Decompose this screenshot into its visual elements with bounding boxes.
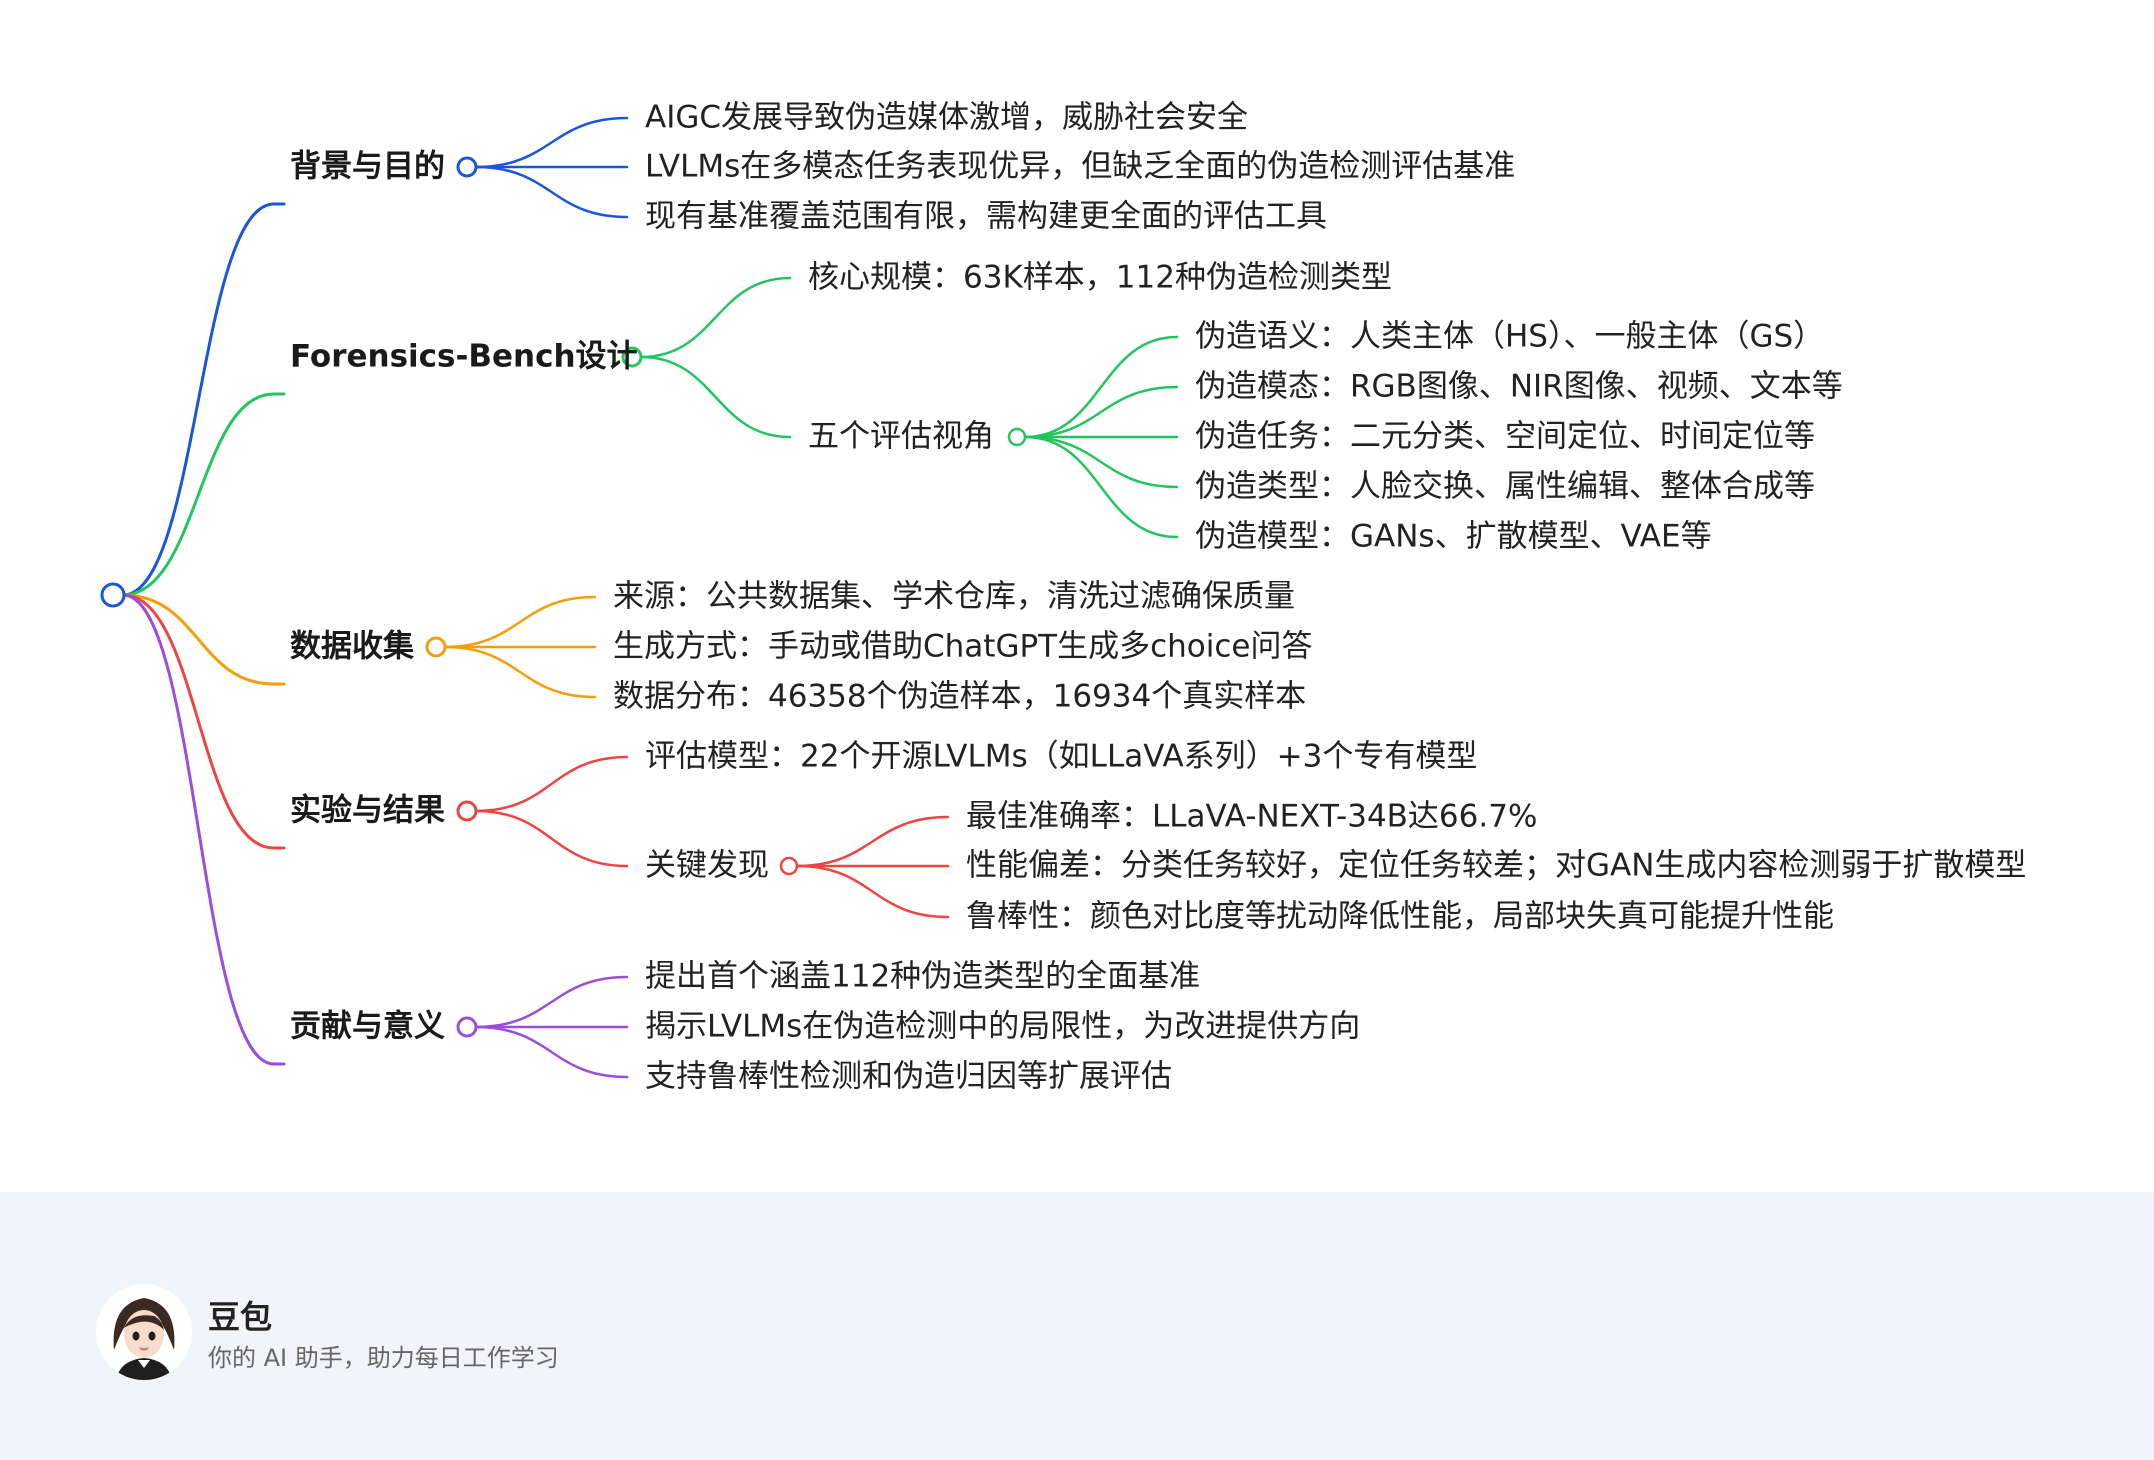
topic-node[interactable]: 关键发现	[645, 847, 769, 884]
root-connector	[121, 593, 276, 686]
branch-connector	[639, 276, 792, 359]
brand-tagline: 你的 AI 助手，助力每日工作学习	[208, 1344, 559, 1372]
assistant-avatar-icon	[96, 1284, 192, 1380]
topic-node[interactable]: 来源：公共数据集、学术仓库，清洗过滤确保质量	[613, 578, 1295, 615]
topic-node[interactable]: AIGC发展导致伪造媒体激增，威胁社会安全	[645, 99, 1249, 136]
topic-node[interactable]: 评估模型：22个开源LVLMs（如LLaVA系列）+3个专有模型	[645, 738, 1478, 775]
branch-connector	[474, 755, 629, 813]
branch-title[interactable]: 贡献与意义	[290, 1008, 445, 1045]
branch-connector	[474, 116, 629, 169]
subtopic-toggle[interactable]	[779, 856, 799, 876]
root-connector	[121, 593, 276, 850]
branch-connector	[474, 975, 629, 1029]
branch-connector	[639, 355, 792, 439]
subtopic-node[interactable]: 伪造模型：GANs、扩散模型、VAE等	[1195, 518, 1712, 555]
topic-node[interactable]: 生成方式：手动或借助ChatGPT生成多choice问答	[613, 628, 1313, 665]
subtopic-connector	[1023, 385, 1179, 439]
branch-title[interactable]: Forensics-Bench设计	[290, 338, 638, 375]
subtopic-node[interactable]: 性能偏差：分类任务较好，定位任务较差；对GAN生成内容检测弱于扩散模型	[966, 847, 2027, 884]
branch-toggle[interactable]	[425, 636, 447, 658]
subtopic-node[interactable]: 伪造模态：RGB图像、NIR图像、视频、文本等	[1195, 368, 1843, 405]
branch-toggle[interactable]	[456, 1016, 478, 1038]
branch-title[interactable]: 数据收集	[290, 628, 414, 665]
subtopic-connector	[795, 815, 950, 868]
subtopic-connector	[1023, 435, 1179, 539]
branch-toggle[interactable]	[456, 156, 478, 178]
branch-connector	[474, 809, 629, 868]
root-connector	[121, 202, 276, 597]
subtopic-node[interactable]: 最佳准确率：LLaVA-NEXT-34B达66.7%	[966, 798, 1538, 835]
branch-title[interactable]: 背景与目的	[290, 148, 445, 185]
topic-node[interactable]: 五个评估视角	[808, 418, 994, 455]
branch-title[interactable]: 实验与结果	[290, 792, 445, 829]
topic-node[interactable]: 现有基准覆盖范围有限，需构建更全面的评估工具	[645, 198, 1327, 235]
subtopic-node[interactable]: 鲁棒性：颜色对比度等扰动降低性能，局部块失真可能提升性能	[966, 898, 1834, 935]
branch-connector	[474, 1025, 629, 1079]
subtopic-connector	[1023, 435, 1179, 489]
subtopic-node[interactable]: 伪造语义：人类主体（HS）、一般主体（GS）	[1195, 318, 1825, 355]
mindmap-connectors	[100, 116, 1179, 1079]
topic-node[interactable]: 揭示LVLMs在伪造检测中的局限性，为改进提供方向	[645, 1008, 1361, 1045]
root-connector	[121, 392, 276, 597]
branch-connector	[443, 645, 597, 699]
footer: 豆包 你的 AI 助手，助力每日工作学习	[0, 1192, 2154, 1460]
root-connector	[121, 593, 276, 1066]
topic-node[interactable]: 提出首个涵盖112种伪造类型的全面基准	[645, 958, 1201, 995]
root-node[interactable]	[100, 582, 126, 608]
branch-connector	[474, 165, 629, 219]
topic-node[interactable]: 核心规模：63K样本，112种伪造检测类型	[808, 259, 1392, 296]
branch-connector	[443, 595, 597, 649]
topic-node[interactable]: 数据分布：46358个伪造样本，16934个真实样本	[613, 678, 1307, 715]
topic-node[interactable]: LVLMs在多模态任务表现优异，但缺乏全面的伪造检测评估基准	[645, 148, 1516, 185]
subtopic-connector	[795, 864, 950, 919]
brand-name: 豆包	[208, 1298, 273, 1336]
subtopic-toggle[interactable]	[1007, 427, 1027, 447]
subtopic-node[interactable]: 伪造任务：二元分类、空间定位、时间定位等	[1195, 418, 1815, 455]
topic-node[interactable]: 支持鲁棒性检测和伪造归因等扩展评估	[645, 1058, 1172, 1095]
subtopic-connector	[1023, 335, 1179, 439]
branch-toggle[interactable]	[456, 800, 478, 822]
subtopic-node[interactable]: 伪造类型：人脸交换、属性编辑、整体合成等	[1195, 468, 1815, 505]
